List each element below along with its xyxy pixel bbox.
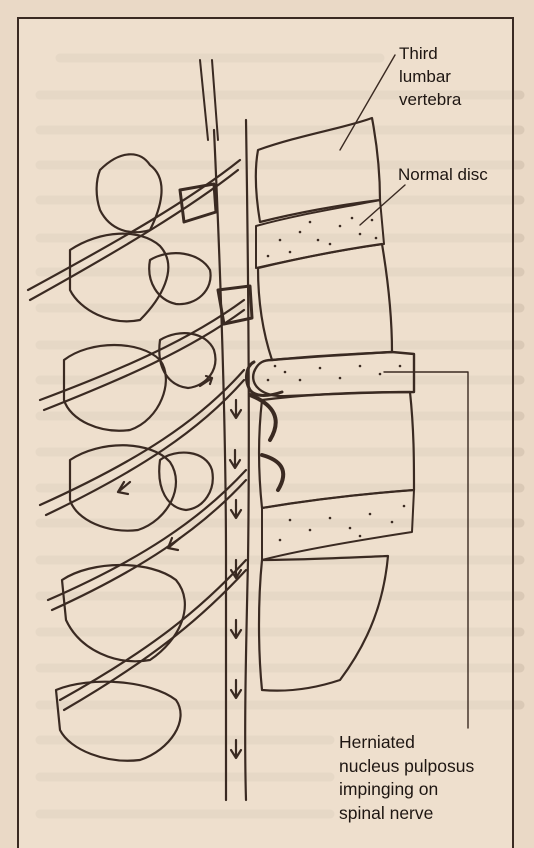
spinal-canal-front — [245, 120, 249, 800]
spinal-nerve-4 — [48, 470, 246, 600]
canal-arrows — [230, 400, 241, 758]
label-line: vertebra — [399, 88, 461, 111]
posterior-element-7 — [159, 453, 213, 510]
nerve-arrow-2 — [118, 482, 130, 494]
posterior-element-8 — [62, 565, 185, 661]
label-line: Third — [399, 42, 461, 65]
pedicle-lower — [250, 395, 276, 440]
spinal-canal-back — [214, 130, 226, 800]
spinous-stalk — [200, 60, 208, 140]
label-normal-disc: Normal disc — [398, 163, 488, 186]
nerve-arrow-1 — [200, 376, 212, 386]
vertebral-body-fifth-lumbar — [259, 392, 414, 508]
label-line: Herniated — [339, 731, 474, 755]
herniated-nucleus-bulge — [247, 362, 282, 396]
vertebral-body-third-lumbar — [256, 118, 380, 222]
label-line: spinal nerve — [339, 802, 474, 826]
posterior-element-2 — [70, 234, 168, 322]
posterior-element-5 — [159, 333, 215, 388]
leader-herniated — [384, 372, 468, 728]
spinous-stalk-2 — [212, 60, 218, 140]
posterior-element-4 — [64, 345, 166, 431]
nerve-arrow-3 — [168, 538, 180, 550]
spinal-nerve-2b — [44, 310, 244, 410]
label-line: lumbar — [399, 65, 461, 88]
sacrum-body — [259, 556, 388, 691]
pedicle-lower-2 — [262, 455, 283, 490]
label-third-lumbar-vertebra: Third lumbar vertebra — [399, 42, 461, 111]
posterior-element-9 — [56, 682, 181, 761]
label-line: nucleus pulposus — [339, 755, 474, 779]
spinal-nerve-1 — [28, 160, 240, 290]
leader-third-lumbar — [340, 55, 395, 150]
vertebral-body-fourth-lumbar — [258, 244, 392, 360]
label-herniated-nucleus: Herniated nucleus pulposus impinging on … — [339, 731, 474, 825]
herniated-disc — [253, 352, 414, 396]
label-line: impinging on — [339, 778, 474, 802]
pedicle-middle — [218, 286, 252, 324]
lower-disc — [262, 490, 414, 560]
